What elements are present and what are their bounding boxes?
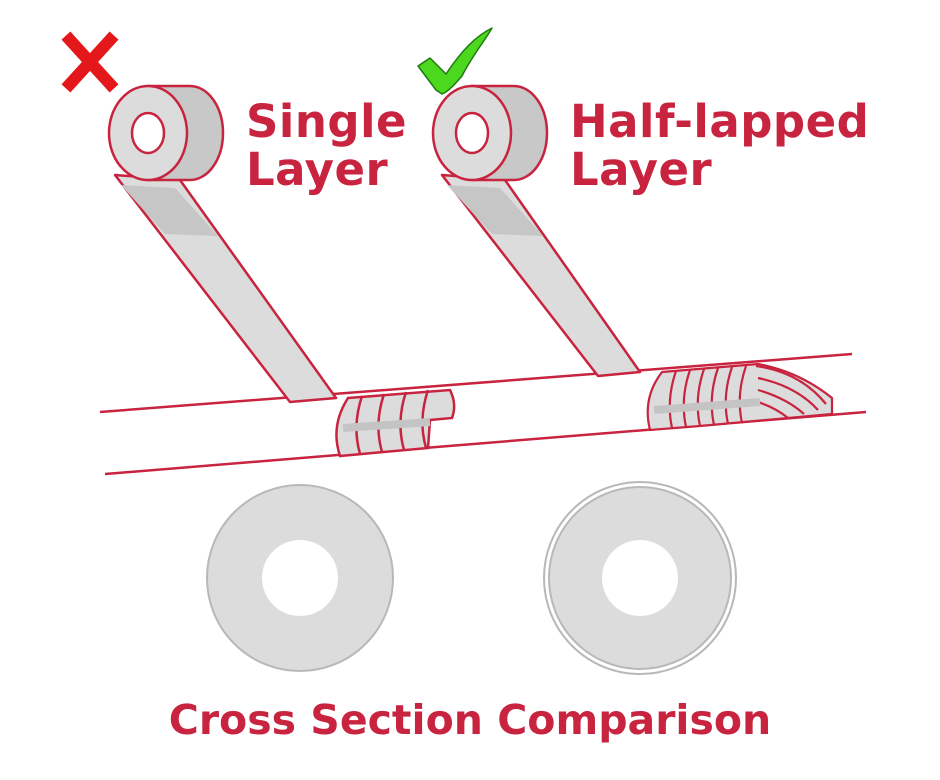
single-layer-wraps [335,388,456,458]
single-tape-strip [113,173,338,404]
half-lapped-cross-section [543,481,737,675]
half-lapped-label-line2: Layer [570,142,713,196]
single-layer-label-line1: Single [246,95,408,148]
single-layer-label: Single Layer [246,98,407,193]
half-lapped-label-line1: Half-lapped [570,95,870,148]
half-lapped-layer-label: Half-lapped Layer [570,98,869,193]
x-mark-icon [61,31,119,93]
cross-section-caption: Cross Section Comparison [168,696,772,744]
single-layer-label-line2: Layer [246,142,389,196]
half-lapped-tape-strip [440,173,642,378]
single-layer-cross-section [206,484,394,672]
half-lapped-tape-roll [431,84,549,182]
half-lapped-wraps [646,362,834,432]
cable-top-edge [99,352,853,414]
check-mark-icon [417,27,493,95]
single-tape-roll [107,84,225,182]
